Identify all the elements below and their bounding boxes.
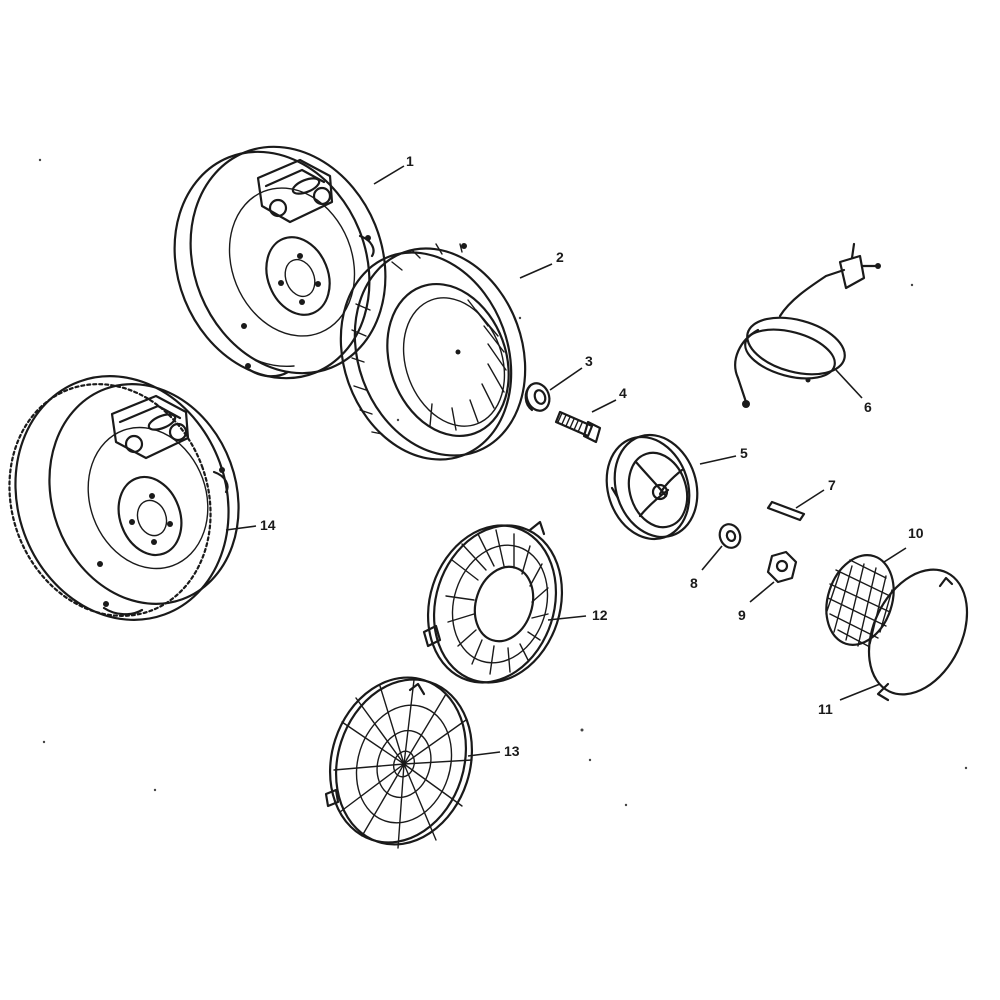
- callout-9: 9: [738, 607, 746, 623]
- nut-part-9: [766, 550, 798, 584]
- ignition-wire-part-6: [734, 242, 881, 408]
- washer-part-3: [524, 382, 551, 412]
- bolt-part-4: [554, 410, 602, 444]
- callout-10: 10: [908, 525, 924, 541]
- guard-part-13: [324, 676, 474, 849]
- callout-5: 5: [740, 445, 748, 461]
- callout-12: 12: [592, 607, 608, 623]
- retaining-ring-part-11: [867, 568, 969, 702]
- background-specks: [38, 158, 968, 807]
- washer-part-8: [718, 523, 742, 549]
- leader-lines: [225, 165, 907, 757]
- callout-7: 7: [828, 477, 836, 493]
- cooling-fan-part-2: [339, 243, 527, 461]
- starter-pulley-part-5: [605, 433, 699, 541]
- callout-2: 2: [556, 249, 564, 265]
- callout-4: 4: [619, 385, 627, 401]
- callout-11: 11: [818, 701, 833, 717]
- screen-part-10: [825, 554, 895, 647]
- callout-14: 14: [260, 517, 276, 533]
- callout-6: 6: [864, 399, 872, 415]
- callout-8: 8: [690, 575, 698, 591]
- callout-13: 13: [504, 743, 520, 759]
- callout-3: 3: [585, 353, 593, 369]
- callout-1: 1: [406, 153, 414, 169]
- rotating-screen-part-12: [422, 520, 564, 684]
- pin-part-7: [766, 500, 806, 522]
- flywheel-part-1: [173, 145, 387, 380]
- callout-numbers: 1 2 3 4 5 6 7 8 9 10 11 12 13 14: [260, 153, 924, 759]
- flywheel-ring-gear-part-14: [8, 375, 240, 621]
